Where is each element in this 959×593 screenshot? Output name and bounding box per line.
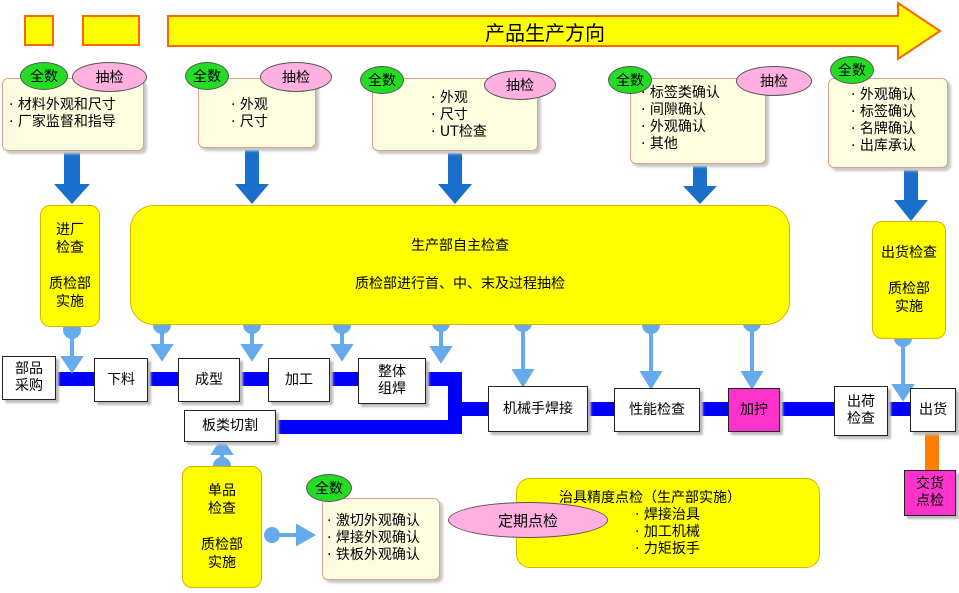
tag-all: 全数	[185, 62, 229, 90]
process-dispatch: 出荷 检查	[834, 386, 888, 436]
tag-all: 全数	[306, 474, 352, 502]
direction-label: 产品生产方向	[485, 20, 605, 45]
check-note-performance: 标签类确认 间隙确认 外观确认 其他	[630, 78, 766, 164]
incoming-title: 进厂 检查	[56, 222, 84, 256]
process-plate-cutting: 板类切割	[184, 410, 276, 442]
down-arrow-2	[235, 150, 269, 204]
check-item: 厂家监督和指导	[9, 114, 116, 131]
check-item: UT检查	[431, 124, 487, 141]
check-item: 尺寸	[431, 107, 487, 124]
check-item: 标签确认	[851, 104, 916, 121]
down-arrow-5	[894, 170, 928, 221]
check-item: 间隙确认	[641, 102, 720, 119]
process-robot-welding: 机械手焊接	[488, 386, 588, 432]
process-purchase: 部品 采购	[2, 356, 56, 400]
check-item: 标签类确认	[641, 85, 720, 102]
single-by: 质检部 实施	[201, 537, 243, 571]
check-item: 出库承认	[851, 138, 916, 155]
orange-connector	[925, 433, 939, 470]
shipping-title: 出货检查	[881, 245, 937, 261]
tag-all: 全数	[830, 56, 874, 84]
tag-all: 全数	[360, 66, 404, 94]
check-item: 外观	[231, 97, 268, 114]
tag-sample: 抽检	[484, 70, 556, 100]
down-arrows	[54, 150, 928, 221]
check-item: 外观确认	[641, 119, 720, 136]
check-note-shipping: 外观确认 标签确认 名牌确认 出库承认	[828, 78, 948, 168]
fixture-item: 加工机械	[635, 524, 700, 541]
shipping-inspection: 出货检查 质检部 实施	[872, 221, 946, 339]
incoming-by: 质检部 实施	[49, 276, 91, 310]
tag-all: 全数	[608, 66, 652, 94]
check-item: 焊接外观确认	[327, 530, 420, 547]
fixture-item: 力矩扳手	[635, 541, 700, 558]
check-item: 外观确认	[851, 87, 916, 104]
down-arrow-4	[683, 166, 717, 204]
incoming-inspection: 进厂 检查 质检部 实施	[40, 205, 100, 327]
tag-sample: 抽检	[736, 66, 812, 96]
tag-sample: 抽检	[260, 62, 332, 92]
fixture-item: 焊接治具	[635, 507, 700, 524]
check-item: 外观	[431, 90, 487, 107]
production-line2: 质检部进行首、中、末及过程抽检	[355, 276, 565, 292]
flow-bar-plate	[274, 420, 462, 434]
process-performance: 性能检查	[614, 388, 700, 432]
process-welding: 整体 组焊	[358, 358, 426, 404]
production-inspection: 生产部自主检查 质检部进行首、中、末及过程抽检	[130, 205, 790, 325]
fixture-title: 治具精度点检（生产部实施）	[559, 490, 741, 506]
single-title: 单品 检查	[208, 483, 236, 517]
check-item: 尺寸	[231, 114, 268, 131]
process-tighten: 加拧	[728, 388, 780, 432]
direction-arrow	[167, 1, 942, 61]
check-item: 其他	[641, 136, 720, 153]
tag-all: 全数	[20, 62, 68, 90]
tag-sample: 抽检	[72, 62, 147, 92]
single-checks-note: 激切外观确认 焊接外观确认 铁板外观确认	[322, 498, 440, 580]
down-arrow-3	[438, 153, 472, 204]
single-item-inspection: 单品 检查 质检部 实施	[182, 466, 262, 588]
tag-periodic: 定期点检	[448, 502, 608, 538]
check-item: 名牌确认	[851, 121, 916, 138]
process-ship: 出货	[910, 388, 956, 432]
check-item: 材料外观和尺寸	[9, 97, 116, 114]
header-square-1	[24, 15, 54, 46]
process-forming: 成型	[178, 358, 240, 402]
header-square-2	[82, 15, 140, 46]
process-machining: 加工	[268, 358, 330, 402]
process-delivery: 交货 点检	[904, 470, 956, 516]
production-line1: 生产部自主检查	[411, 238, 509, 254]
check-item: 激切外观确认	[327, 513, 420, 530]
check-item: 铁板外观确认	[327, 547, 420, 564]
shipping-by: 质检部 实施	[888, 281, 930, 315]
process-cutting: 下料	[94, 358, 148, 402]
down-arrow-1	[54, 152, 90, 204]
